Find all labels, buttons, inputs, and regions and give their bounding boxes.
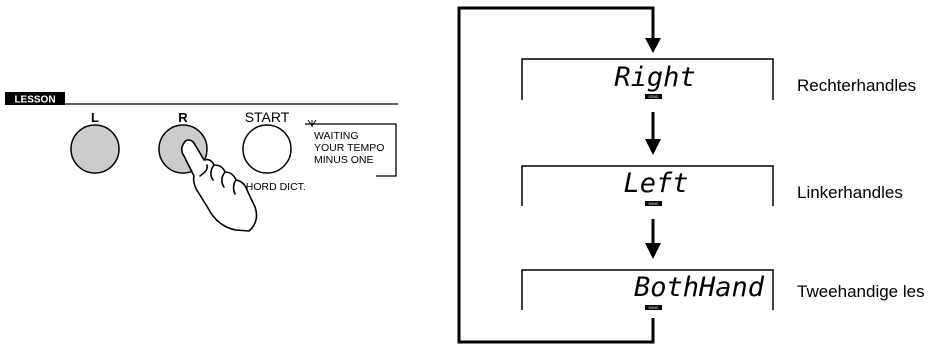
lesson-label-bg bbox=[5, 92, 65, 105]
display-frame-1 bbox=[521, 58, 774, 100]
svg-text:SONG: SONG bbox=[648, 95, 659, 99]
loop-line bbox=[457, 6, 655, 344]
display-frame-3 bbox=[521, 269, 774, 310]
button-r-label: R bbox=[178, 110, 188, 125]
caption-linkerhandles: Linkerhandles bbox=[797, 183, 903, 202]
mode-minus-one: MINUS ONE bbox=[314, 154, 374, 166]
loop-return-line bbox=[472, 318, 655, 344]
song-badge-2 bbox=[645, 201, 662, 206]
display-text-bothhand: BothHand bbox=[634, 272, 765, 303]
button-start-label: START bbox=[245, 109, 290, 125]
button-l-label: L bbox=[91, 110, 99, 125]
pressing-hand-icon bbox=[180, 139, 258, 232]
mode-your-tempo: YOUR TEMPO bbox=[314, 142, 384, 154]
display-text-right: Right bbox=[614, 62, 695, 93]
mode-bracket bbox=[305, 123, 397, 177]
caption-tweehandige-les: Tweehandige les bbox=[797, 282, 925, 301]
arrow-into-step-1 bbox=[645, 38, 661, 53]
song-badge-1 bbox=[645, 94, 662, 99]
svg-text:SONG: SONG bbox=[648, 306, 659, 310]
arrow-into-step-3 bbox=[645, 243, 661, 259]
display-frame-2 bbox=[521, 165, 774, 206]
display-text-left: Left bbox=[623, 168, 688, 199]
lesson-label: LESSON bbox=[14, 95, 55, 106]
song-badge-3 bbox=[645, 305, 662, 310]
chord-dict-label: CHORD DICT. bbox=[238, 181, 306, 193]
caption-rechterhandles: Rechterhandles bbox=[797, 76, 917, 95]
mode-waiting: WAITING bbox=[314, 130, 359, 142]
svg-text:SONG: SONG bbox=[648, 202, 659, 206]
start-button[interactable] bbox=[242, 124, 292, 174]
lesson-l-button[interactable] bbox=[70, 124, 120, 174]
arrow-into-step-2 bbox=[645, 139, 661, 155]
